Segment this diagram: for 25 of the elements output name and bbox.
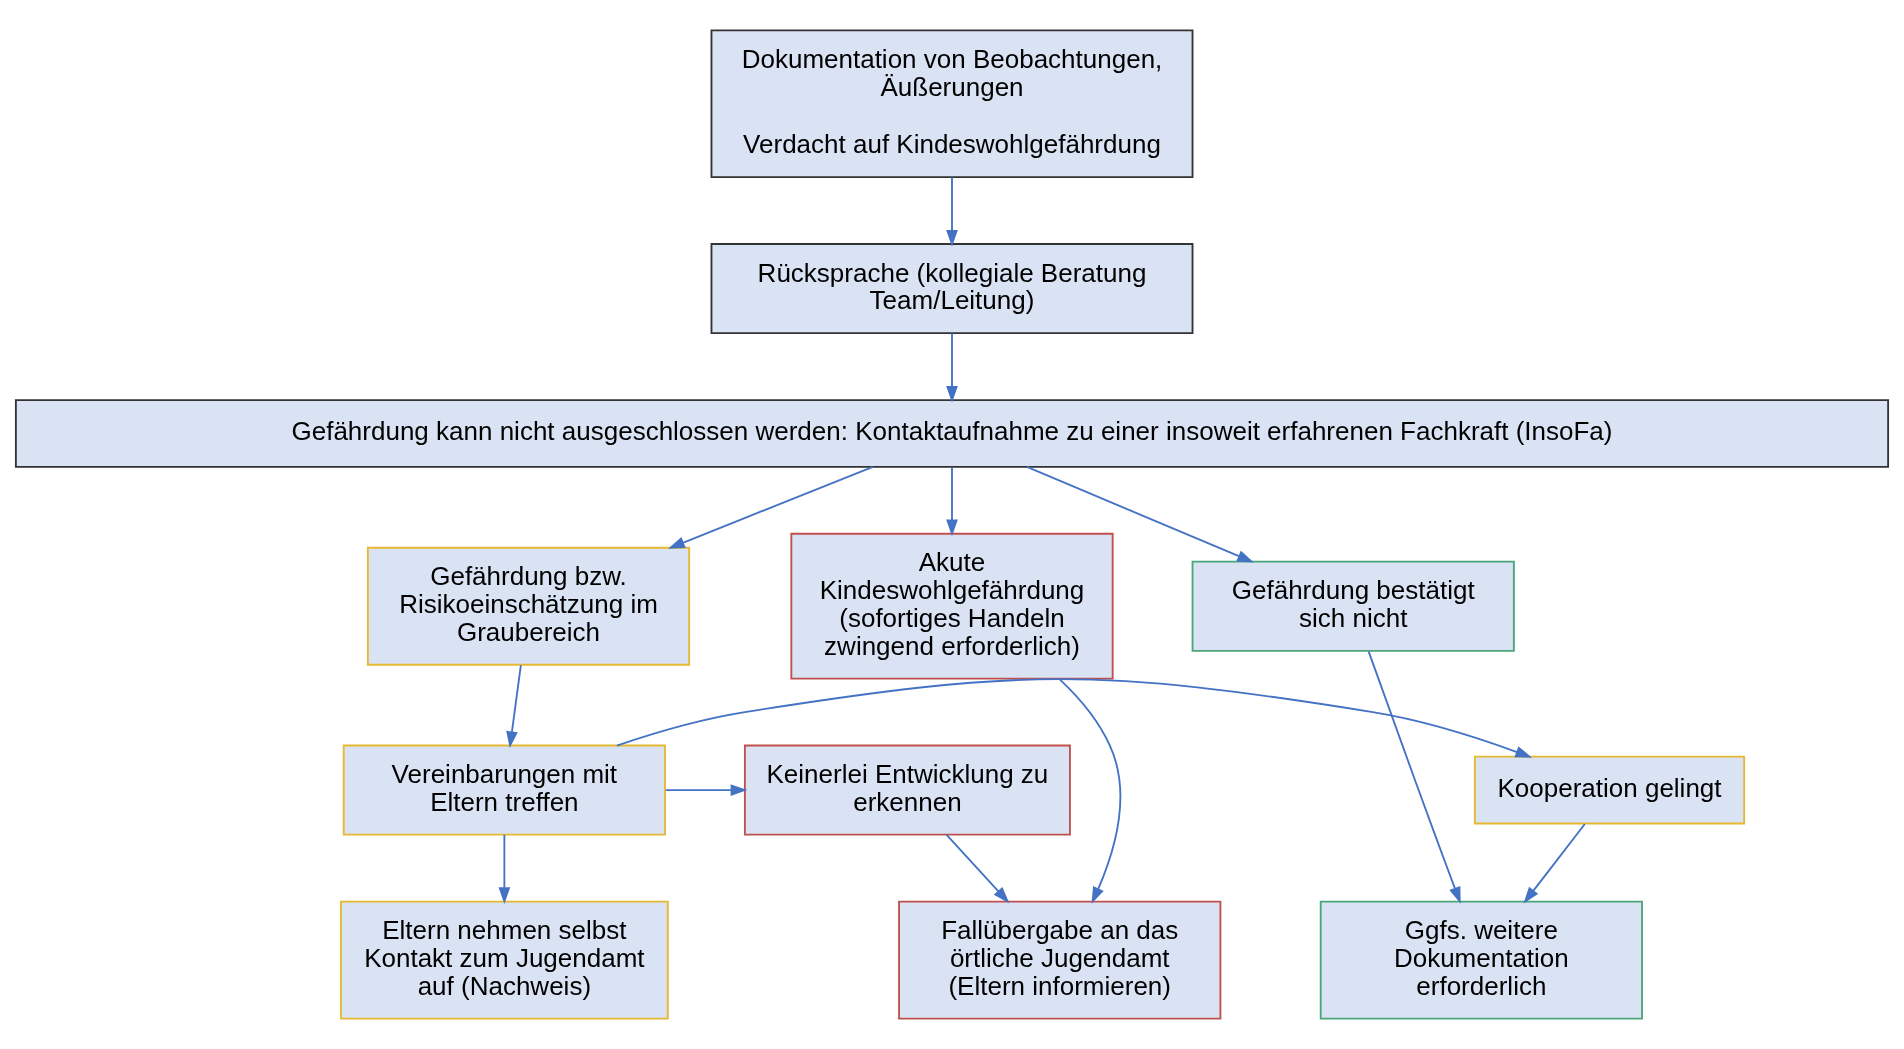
arrow [498, 833, 511, 904]
arrow [1058, 678, 1122, 904]
arrow [946, 332, 958, 403]
node-box: Gefährdung bestätigt sich nicht [1191, 560, 1515, 652]
node-box: Akute Kindeswohlgefährdung (sofortiges Handeln zwingend erforderlich) [790, 532, 1114, 680]
node-box: Eltern nehmen selbst Kontakt zum Jugendamt auf (Nachweis) [340, 900, 669, 1020]
arrow [945, 833, 1010, 904]
arrow [506, 664, 522, 749]
node-box: Rücksprache (kollegiale Beratung Team/Leitung) [710, 243, 1194, 335]
arrow [668, 466, 874, 549]
arrow [1026, 466, 1254, 563]
node-box: Keinerlei Entwicklung zu erkennen [743, 744, 1071, 836]
arrow [946, 466, 958, 537]
arrow [1367, 650, 1461, 904]
node-box: Dokumentation von Beobachtungen, Äußerungen Verdacht auf Kindeswohlgefährdung [710, 29, 1194, 179]
node-box: Fallübergabe an das örtliche Jugendamt (Eltern informieren) [898, 900, 1222, 1020]
arrow [1523, 823, 1586, 904]
arrow [664, 784, 748, 796]
node-box: Vereinbarungen mit Eltern treffen [342, 744, 666, 836]
node-box: Gefährdung bzw. Risikoeinschätzung im Graubereich [366, 546, 691, 666]
node-box: Gefährdung kann nicht ausgeschlossen werden: Kontaktaufnahme zu einer insoweit erfahrenen Fachkraft (InsoFa) [14, 399, 1890, 468]
node-box: Ggfs. weitere Dokumentation erforderlich [1319, 900, 1643, 1020]
arrow [946, 176, 958, 247]
node-box: Kooperation gelingt [1473, 755, 1746, 825]
arrow [616, 678, 1533, 758]
